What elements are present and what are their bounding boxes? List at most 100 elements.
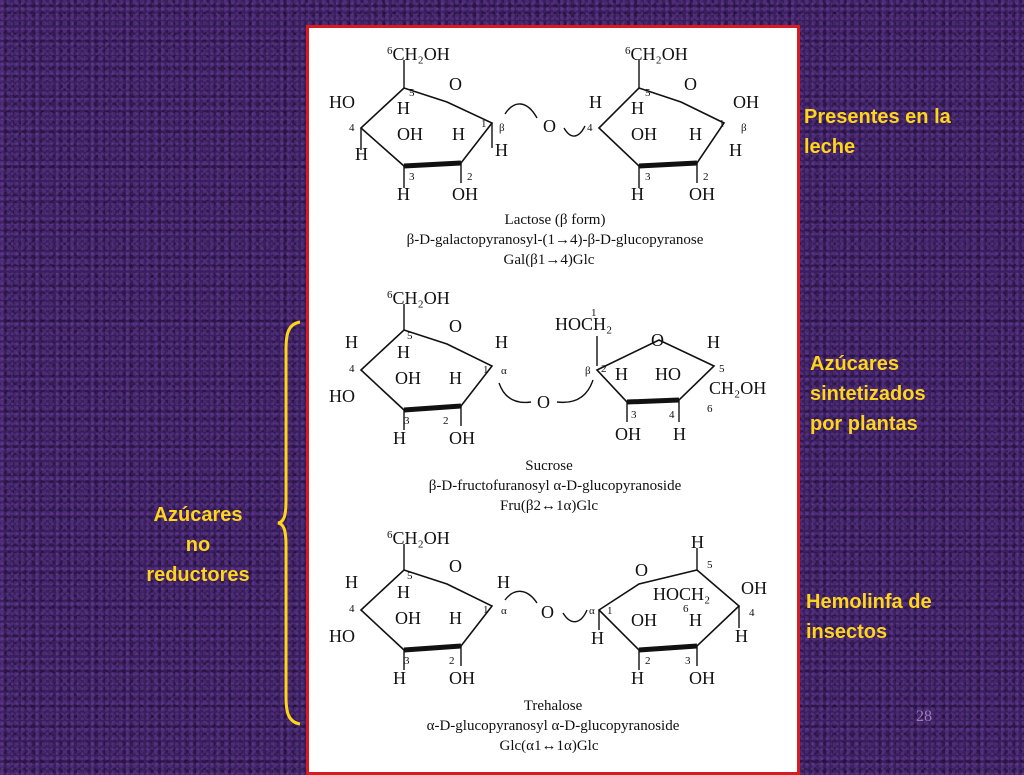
svg-text:OH: OH <box>689 184 715 204</box>
svg-text:6CH₂OH: 6CH₂OH <box>625 44 688 64</box>
svg-text:3: 3 <box>645 171 651 183</box>
svg-text:HO: HO <box>655 364 681 384</box>
svg-text:OH: OH <box>631 610 657 630</box>
svg-text:H: H <box>397 184 410 204</box>
svg-text:H: H <box>735 626 748 646</box>
svg-text:H: H <box>691 532 704 552</box>
svg-text:H: H <box>345 332 358 352</box>
trehalose-short-name: Glc(α1↔1α)Glc <box>499 738 598 754</box>
structures-panel: 6CH₂OH O HO H 5 4 OH H 1 β H H 3 2 H OH … <box>306 25 800 775</box>
page-number: 28 <box>916 708 932 725</box>
svg-text:O: O <box>541 602 554 622</box>
svg-text:6CH₂OH: 6CH₂OH <box>387 44 450 64</box>
svg-text:HO: HO <box>329 92 355 112</box>
lactose-caption: Lactose (β form) <box>505 212 606 228</box>
label-insects: Hemolinfa de insectos <box>806 587 932 647</box>
svg-text:O: O <box>449 74 462 94</box>
svg-text:3: 3 <box>404 415 410 427</box>
label-nonreducing-line1: Azúcares <box>153 504 243 526</box>
label-milk: Presentes en la leche <box>804 102 951 162</box>
svg-text:6: 6 <box>707 403 713 415</box>
trehalose-caption: Trehalose <box>524 698 583 714</box>
svg-text:OH: OH <box>449 668 475 688</box>
svg-text:4: 4 <box>669 409 675 421</box>
svg-text:OH: OH <box>395 368 421 388</box>
svg-text:H: H <box>631 184 644 204</box>
svg-text:H: H <box>452 124 465 144</box>
svg-text:6: 6 <box>683 603 689 615</box>
svg-text:H: H <box>393 668 406 688</box>
svg-text:H: H <box>449 368 462 388</box>
svg-text:1: 1 <box>607 605 613 617</box>
svg-text:O: O <box>449 556 462 576</box>
svg-text:5: 5 <box>409 87 415 99</box>
svg-text:2: 2 <box>443 415 449 427</box>
svg-text:O: O <box>651 330 664 350</box>
svg-text:5: 5 <box>407 570 413 582</box>
label-plants-line3: por plantas <box>810 413 918 435</box>
svg-text:α: α <box>589 605 595 617</box>
svg-text:α: α <box>501 605 507 617</box>
svg-text:O: O <box>684 74 697 94</box>
trehalose-hoch2: HOCH₂ <box>653 584 710 604</box>
label-milk-line1: Presentes en la <box>804 106 951 128</box>
svg-text:O: O <box>449 316 462 336</box>
svg-text:O: O <box>537 392 550 412</box>
svg-text:1: 1 <box>483 364 489 376</box>
svg-text:β: β <box>741 122 747 134</box>
lactose-systematic-name: β-D-galactopyranosyl-(1→4)-β-D-glucopyra… <box>407 232 704 248</box>
svg-text:O: O <box>635 560 648 580</box>
svg-text:H: H <box>689 610 702 630</box>
lactose-structure: 6CH₂OH O HO H 5 4 OH H 1 β H H 3 2 H OH … <box>329 44 759 268</box>
trehalose-systematic-name: α-D-glucopyranosyl α-D-glucopyranoside <box>427 718 680 734</box>
trehalose-structure: 6CH₂OH O H H 5 4 H 1 α HO OH H 3 2 H OH … <box>329 528 767 754</box>
svg-text:2: 2 <box>601 363 607 375</box>
svg-text:H: H <box>673 424 686 444</box>
svg-text:H: H <box>631 98 644 118</box>
sucrose-hoch2: HOCH₂ <box>555 314 612 334</box>
svg-text:H: H <box>729 140 742 160</box>
svg-text:OH: OH <box>615 424 641 444</box>
svg-text:α: α <box>501 365 507 377</box>
svg-text:1: 1 <box>481 118 487 130</box>
svg-text:4: 4 <box>349 363 355 375</box>
svg-text:H: H <box>397 582 410 602</box>
sucrose-short-name: Fru(β2↔1α)Glc <box>500 498 598 514</box>
svg-text:OH: OH <box>449 428 475 448</box>
svg-text:6CH₂OH: 6CH₂OH <box>387 528 450 548</box>
svg-text:H: H <box>449 608 462 628</box>
svg-text:OH: OH <box>741 578 767 598</box>
label-nonreducing: Azúcares no reductores <box>128 500 268 590</box>
svg-text:3: 3 <box>409 171 415 183</box>
svg-text:H: H <box>397 342 410 362</box>
sucrose-structure: 6CH₂OH O H H 5 4 H 1 α HO OH H 3 2 H OH … <box>329 288 766 514</box>
svg-text:5: 5 <box>719 363 725 375</box>
sucrose-systematic-name: β-D-fructofuranosyl α-D-glucopyranoside <box>429 478 682 494</box>
svg-text:H: H <box>345 572 358 592</box>
svg-text:H: H <box>495 332 508 352</box>
svg-text:H: H <box>397 98 410 118</box>
sucrose-ch2oh: CH₂OH <box>709 378 766 398</box>
svg-text:3: 3 <box>631 409 637 421</box>
svg-text:4: 4 <box>349 122 355 134</box>
svg-text:OH: OH <box>395 608 421 628</box>
svg-text:OH: OH <box>452 184 478 204</box>
svg-text:OH: OH <box>631 124 657 144</box>
svg-text:H: H <box>615 364 628 384</box>
label-milk-line2: leche <box>804 136 856 158</box>
svg-text:2: 2 <box>645 655 651 667</box>
svg-text:O: O <box>543 116 556 136</box>
svg-text:1: 1 <box>591 307 597 319</box>
svg-text:2: 2 <box>449 655 455 667</box>
svg-text:H: H <box>591 628 604 648</box>
svg-text:2: 2 <box>467 171 473 183</box>
svg-text:1: 1 <box>719 118 725 130</box>
svg-text:4: 4 <box>587 122 593 134</box>
svg-text:1: 1 <box>483 604 489 616</box>
label-plants: Azúcares sintetizados por plantas <box>810 349 926 439</box>
svg-text:5: 5 <box>707 559 713 571</box>
svg-text:3: 3 <box>685 655 691 667</box>
curly-brace <box>277 320 301 726</box>
svg-text:H: H <box>495 140 508 160</box>
label-nonreducing-line3: reductores <box>146 564 250 586</box>
